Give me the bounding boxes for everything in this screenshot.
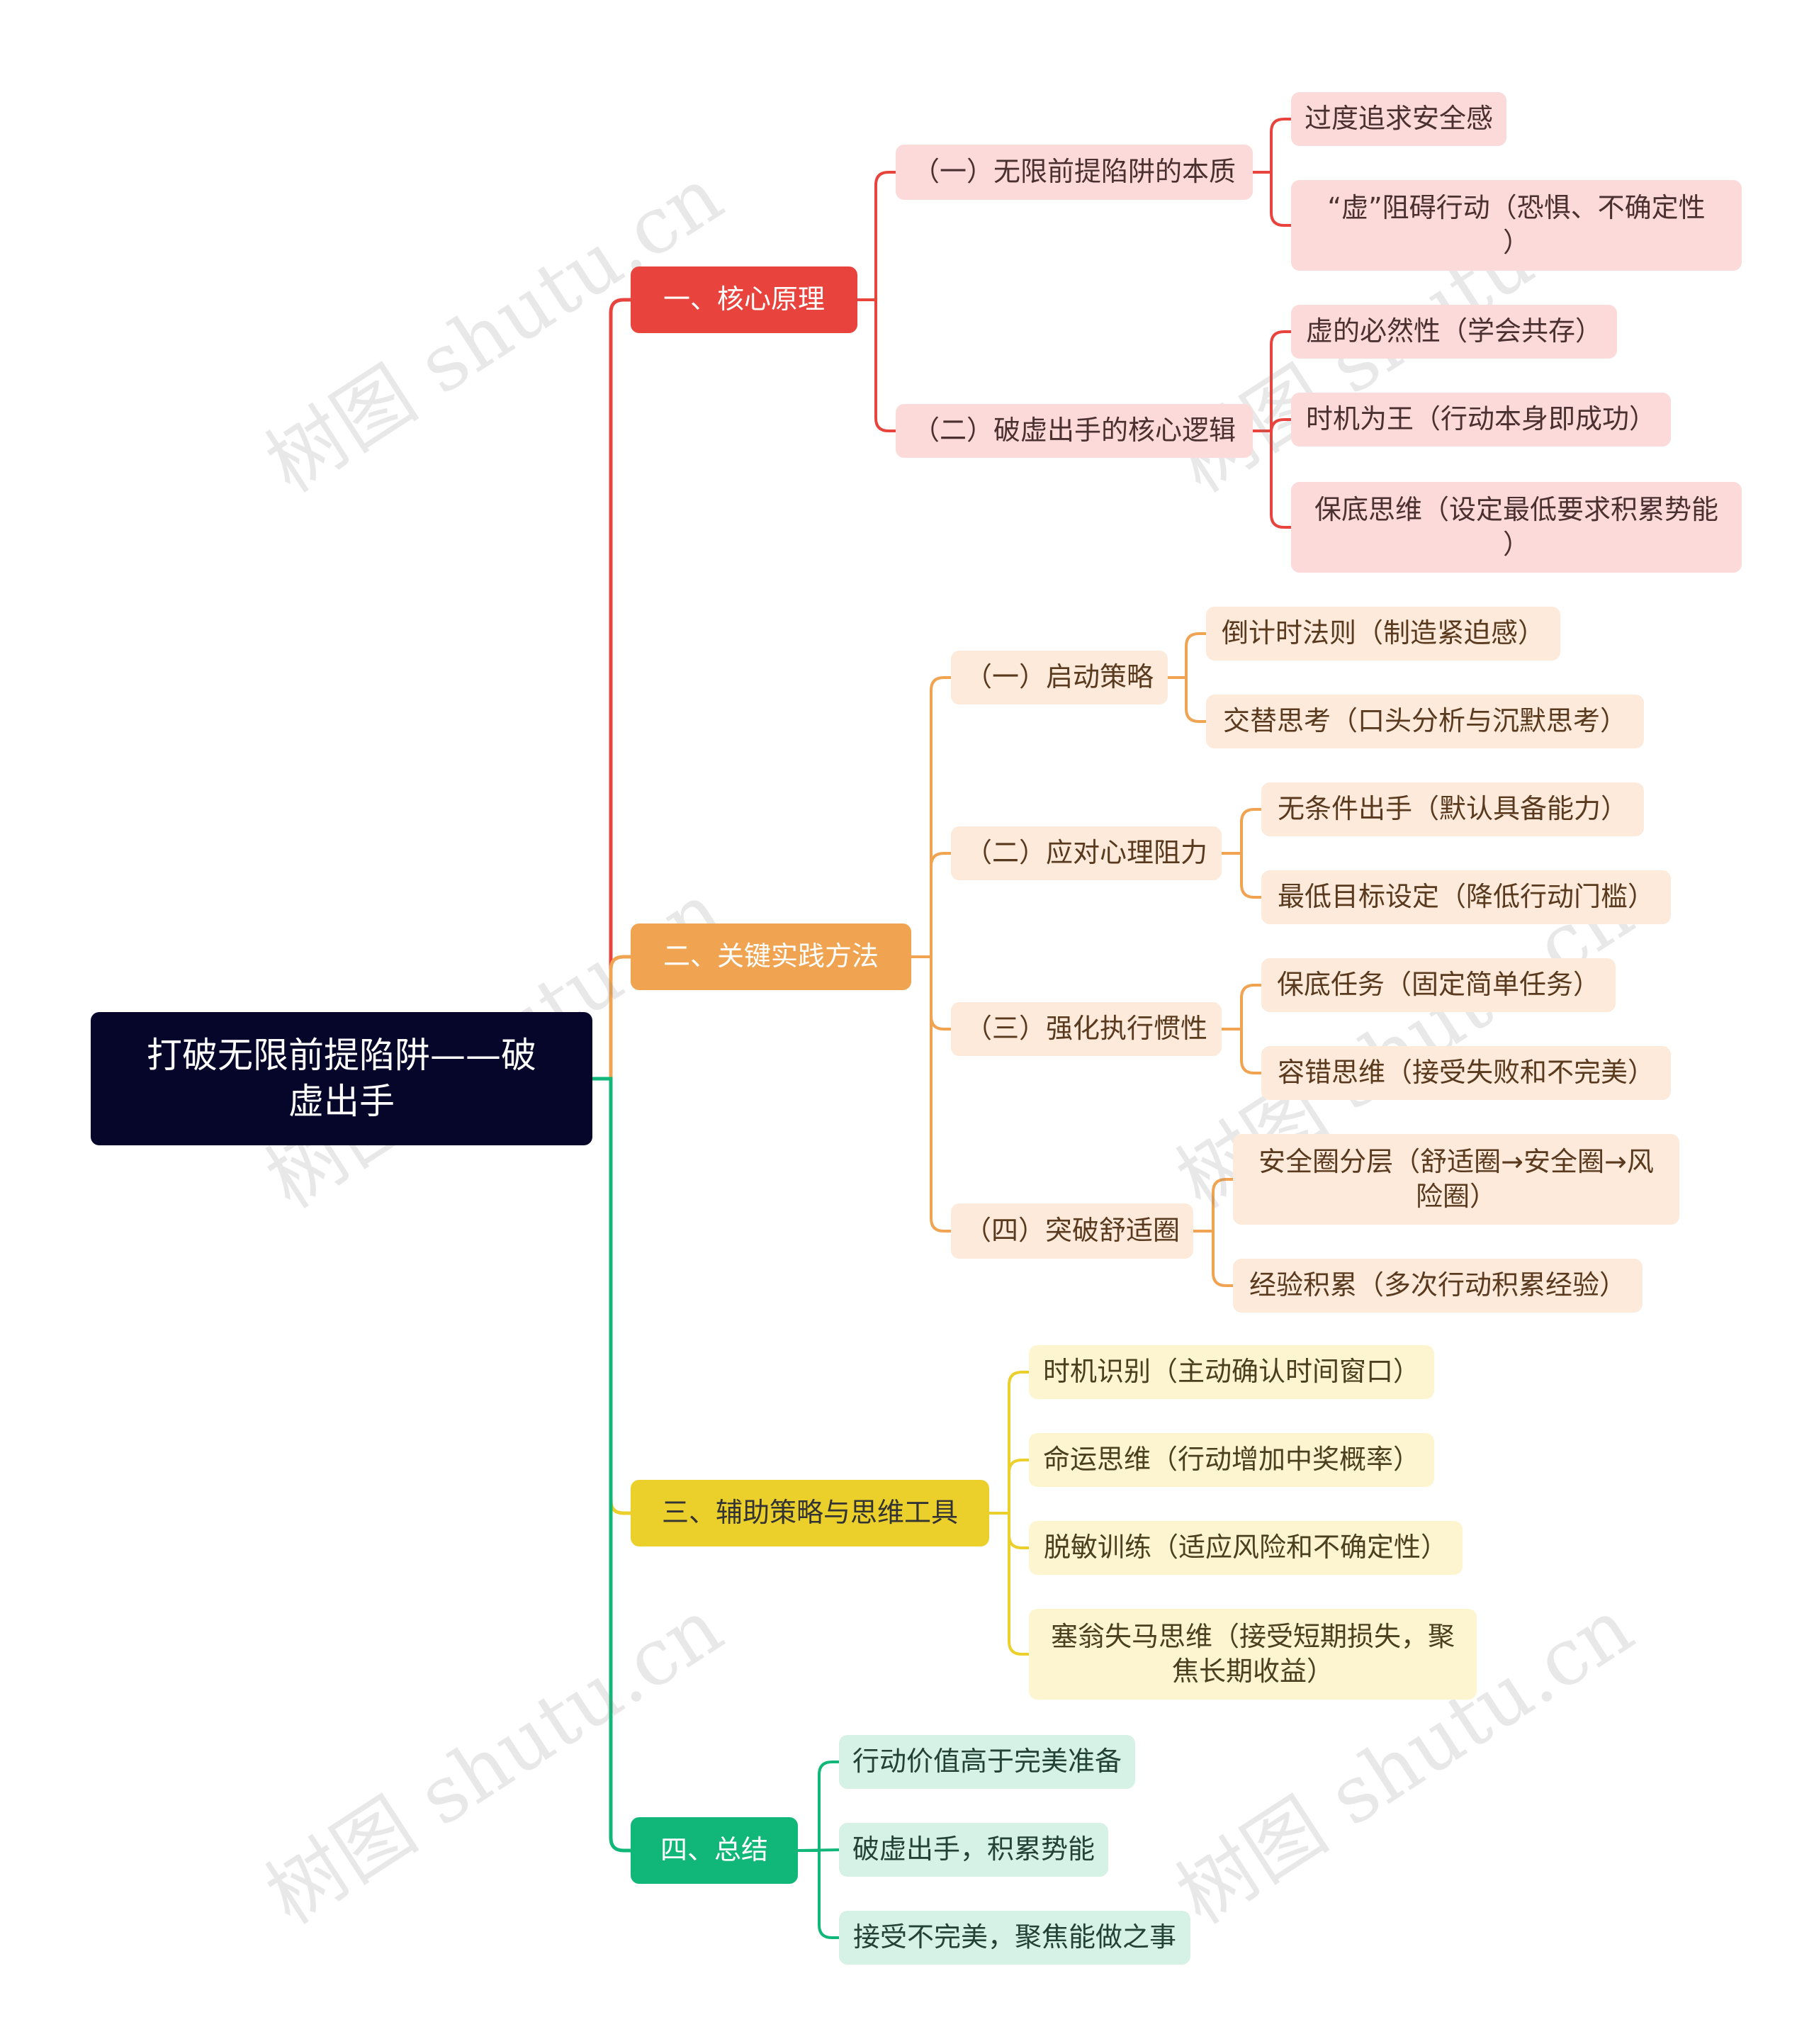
connector-line (1193, 1178, 1233, 1232)
leaf-topic[interactable]: 行动价值高于完美准备 (839, 1735, 1135, 1789)
connector-line (1168, 676, 1206, 723)
leaf-topic[interactable]: 保底任务（固定简单任务） (1261, 958, 1616, 1012)
connector-line (911, 676, 951, 958)
leaf-topic[interactable]: 容错思维（接受失败和不完美） (1261, 1046, 1671, 1100)
connector-line (1253, 118, 1291, 174)
leaf-topic[interactable]: “虚”阻碍行动（恐惧、不确定性 ） (1291, 180, 1742, 271)
leaf-topic[interactable]: 脱敏训练（适应风险和不确定性） (1029, 1521, 1463, 1575)
leaf-topic[interactable]: 过度追求安全感 (1291, 92, 1506, 146)
root-topic[interactable]: 打破无限前提陷阱——破 虚出手 (91, 1012, 592, 1145)
connector-line (911, 955, 951, 1232)
branch-key-practice[interactable]: 二、关键实践方法 (631, 923, 911, 990)
sub-topic[interactable]: （四）突破舒适圈 (951, 1203, 1193, 1259)
leaf-topic[interactable]: 无条件出手（默认具备能力） (1261, 782, 1644, 836)
leaf-topic[interactable]: 经验积累（多次行动积累经验） (1233, 1259, 1643, 1313)
leaf-topic[interactable]: 交替思考（口头分析与沉默思考） (1206, 695, 1644, 748)
connector-line (798, 1761, 839, 1852)
connector-line (1253, 171, 1291, 227)
connector-line (857, 171, 896, 301)
connector-line (1222, 984, 1261, 1031)
connector-line (989, 1512, 1029, 1656)
connector-line (592, 1077, 631, 1853)
leaf-topic[interactable]: 时机识别（主动确认时间窗口） (1029, 1345, 1434, 1399)
connector-line (857, 298, 896, 432)
sub-topic[interactable]: （一）无限前提陷阱的本质 (896, 145, 1253, 200)
leaf-topic[interactable]: 虚的必然性（学会共存） (1291, 305, 1617, 359)
leaf-topic[interactable]: 破虚出手，积累势能 (839, 1823, 1108, 1877)
connector-line (1253, 330, 1291, 432)
branch-auxiliary-strategy[interactable]: 三、辅助策略与思维工具 (631, 1480, 989, 1546)
connector-line (1253, 429, 1291, 529)
connector-line (592, 955, 631, 1081)
sub-topic[interactable]: （一）启动策略 (951, 651, 1168, 704)
branch-summary[interactable]: 四、总结 (631, 1817, 798, 1884)
branch-core-principles[interactable]: 一、核心原理 (631, 266, 857, 333)
connector-line (989, 1371, 1029, 1515)
connector-line (1193, 1230, 1233, 1287)
connector-line (911, 852, 951, 958)
connector-line (1222, 852, 1261, 899)
connector-line (1222, 1028, 1261, 1074)
connector-line (1168, 632, 1206, 679)
leaf-topic[interactable]: 倒计时法则（制造紧迫感） (1206, 607, 1560, 661)
leaf-topic[interactable]: 安全圈分层（舒适圈→安全圈→风 险圈） (1233, 1134, 1679, 1225)
sub-topic[interactable]: （二）破虚出手的核心逻辑 (896, 404, 1253, 458)
sub-topic[interactable]: （二）应对心理阻力 (951, 826, 1222, 880)
connector-line (1222, 808, 1261, 855)
sub-topic[interactable]: （三）强化执行惯性 (951, 1002, 1222, 1056)
leaf-topic[interactable]: 塞翁失马思维（接受短期损失，聚 焦长期收益） (1029, 1609, 1477, 1700)
leaf-topic[interactable]: 接受不完美，聚焦能做之事 (839, 1911, 1190, 1965)
connector-line (592, 298, 631, 1081)
leaf-topic[interactable]: 最低目标设定（降低行动门槛） (1261, 870, 1671, 924)
connector-line (989, 1459, 1029, 1515)
leaf-topic[interactable]: 保底思维（设定最低要求积累势能 ） (1291, 482, 1742, 573)
connector-line (798, 1849, 839, 1939)
leaf-topic[interactable]: 时机为王（行动本身即成功） (1291, 393, 1671, 447)
leaf-topic[interactable]: 命运思维（行动增加中奖概率） (1029, 1433, 1434, 1487)
